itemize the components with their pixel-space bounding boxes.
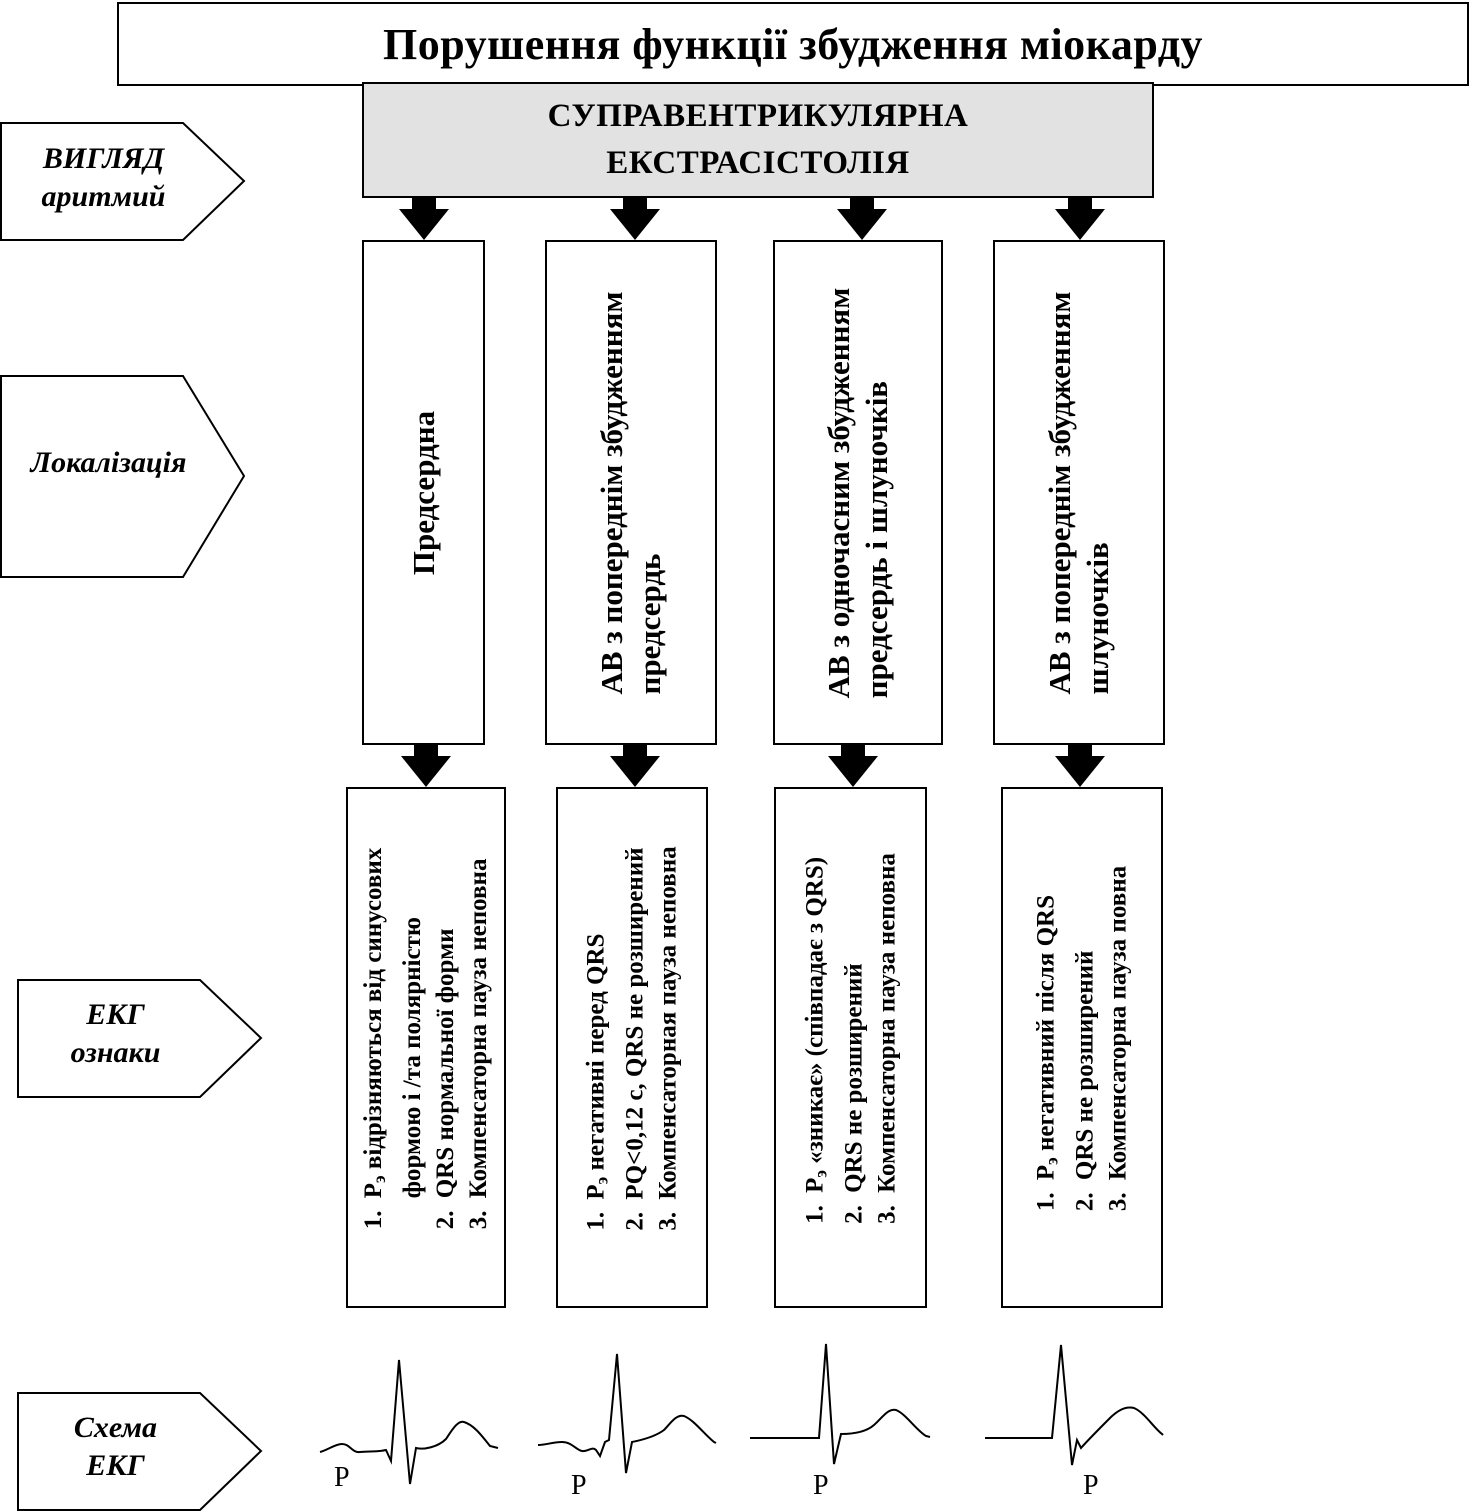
ekg-signs-list-3: Pэ «зникає» (співпадає з QRS) QRS не роз… [798,853,903,1243]
row-label-localization-line-1: Локалізація [30,446,187,479]
ekg-signs-box-2: Pэ негативні перед QRS PQ<0,12 с, QRS не… [556,787,708,1308]
localization-3-line-2: предсердь і шлуночків [859,380,894,698]
row-label-type-line-2: аритмий [41,180,166,213]
row-label-ekg-signs-line-1: ЕКГ [86,998,145,1031]
row-label-ekg-signs-shape [17,979,263,1098]
arrow-localization-to-signs-1 [401,744,451,787]
row-label-type-shape [0,122,246,241]
localization-text-4: АВ з попереднім збудженням шлуночків [1041,291,1117,694]
ekg-sign-1-1-continuation: формою і /та полярністю [399,916,427,1198]
arrow-localization-to-signs-2 [610,744,660,787]
localization-2-line-1: АВ з попереднім збудженням [594,290,629,695]
ekg-sign-4-1: Pэ негативний після QRS [1029,865,1068,1185]
ekg-sign-1-3: Компенсаторна пауза неповна [462,847,495,1204]
ekg-signs-text-2: Pэ негативні перед QRS PQ<0,12 с, QRS не… [579,846,684,1249]
row-label-ekg-scheme-line-2: ЕКГ [86,1449,145,1482]
arrow-type-to-localization-3 [837,197,887,240]
localization-3-line-1: АВ з одночасним збудженням [821,287,856,698]
arrhythmia-type-box: СУПРАВЕНТРИКУЛЯРНА ЕКСТРАСІСТОЛІЯ [362,82,1154,198]
localization-4-line-1: АВ з попереднім збудженням [1042,290,1077,695]
row-label-ekg-scheme-line-1: Схема [73,1411,158,1444]
ekg-signs-text-4: Pэ негативний після QRS QRS не розширени… [1029,865,1134,1229]
ecg-p-label-2: P [571,1470,587,1501]
row-label-type: ВИГЛЯД аритмий [1,140,206,216]
ekg-signs-box-3: Pэ «зникає» (співпадає з QRS) QRS не роз… [774,787,927,1308]
row-label-ekg-scheme: Схема ЕКГ [18,1409,213,1485]
ekg-signs-list-4: Pэ негативний після QRS QRS не розширени… [1029,865,1134,1229]
localization-text-2: АВ з попереднім збудженням предсердь [593,291,669,694]
arrhythmia-type-line-1: СУПРАВЕНТРИКУЛЯРНА [547,98,969,134]
ekg-signs-list-2: Pэ негативні перед QRS PQ<0,12 с, QRS не… [579,846,684,1249]
diagram-title-box: Порушення функції збудження міокарду [117,2,1469,86]
row-label-type-line-1: ВИГЛЯД [42,142,165,175]
arrow-type-to-localization-2 [610,197,660,240]
row-label-ekg-signs: ЕКГ ознаки [18,996,213,1072]
ecg-p-label-3: P [813,1470,829,1501]
ekg-signs-text-3: Pэ «зникає» (співпадає з QRS) QRS не роз… [798,853,903,1243]
ekg-sign-3-2: QRS не розширений [837,853,870,1199]
row-label-localization-shape [0,375,246,578]
arrhythmia-type-line-2: ЕКСТРАСІСТОЛІЯ [606,145,910,181]
ecg-trace-1 [319,1359,499,1485]
localization-box-3: АВ з одночасним збудженням предсердь і ш… [773,240,943,745]
arrow-type-to-localization-1 [399,197,449,240]
localization-2-line-2: предсердь [632,553,667,695]
ecg-p-label-4: P [1083,1470,1099,1501]
localization-box-4: АВ з попереднім збудженням шлуночків [993,240,1165,745]
localization-1-line-1: Предсердна [405,410,441,575]
ecg-trace-3 [750,1343,931,1465]
row-label-ekg-scheme-shape [17,1392,263,1511]
ecg-trace-2 [537,1353,717,1474]
ecg-trace-4 [985,1344,1164,1466]
ekg-signs-box-4: Pэ негативний після QRS QRS не розширени… [1001,787,1163,1308]
ecg-p-label-1: P [334,1462,350,1493]
arrow-localization-to-signs-4 [1055,744,1105,787]
ekg-sign-2-3: Компенсаторная пауза неповна [652,846,685,1205]
row-label-localization: Локалізація [1,444,216,482]
ekg-sign-4-2: QRS не розширений [1069,865,1102,1185]
ekg-sign-3-3: Компенсаторна пауза неповна [870,853,903,1199]
arrow-localization-to-signs-3 [828,744,878,787]
ekg-sign-2-2: PQ<0,12 с, QRS не розширений [619,846,652,1205]
ekg-sign-2-1: Pэ негативні перед QRS [579,846,618,1205]
localization-box-1: Предсердна [362,240,485,745]
localization-box-2: АВ з попереднім збудженням предсердь [545,240,717,745]
ekg-sign-4-3: Компенсаторна пауза повна [1102,865,1135,1185]
arrow-type-to-localization-4 [1055,197,1105,240]
ekg-sign-1-2: QRS нормальної форми [429,847,462,1204]
diagram-title: Порушення функції збудження міокарду [382,19,1204,69]
row-label-ekg-signs-line-2: ознаки [70,1036,161,1069]
localization-text-3: АВ з одночасним збудженням предсердь і ш… [820,287,896,698]
localization-text-1: Предсердна [405,410,443,574]
localization-4-line-2: шлуночків [1080,541,1115,695]
ekg-sign-3-1: Pэ «зникає» (співпадає з QRS) [798,853,837,1199]
